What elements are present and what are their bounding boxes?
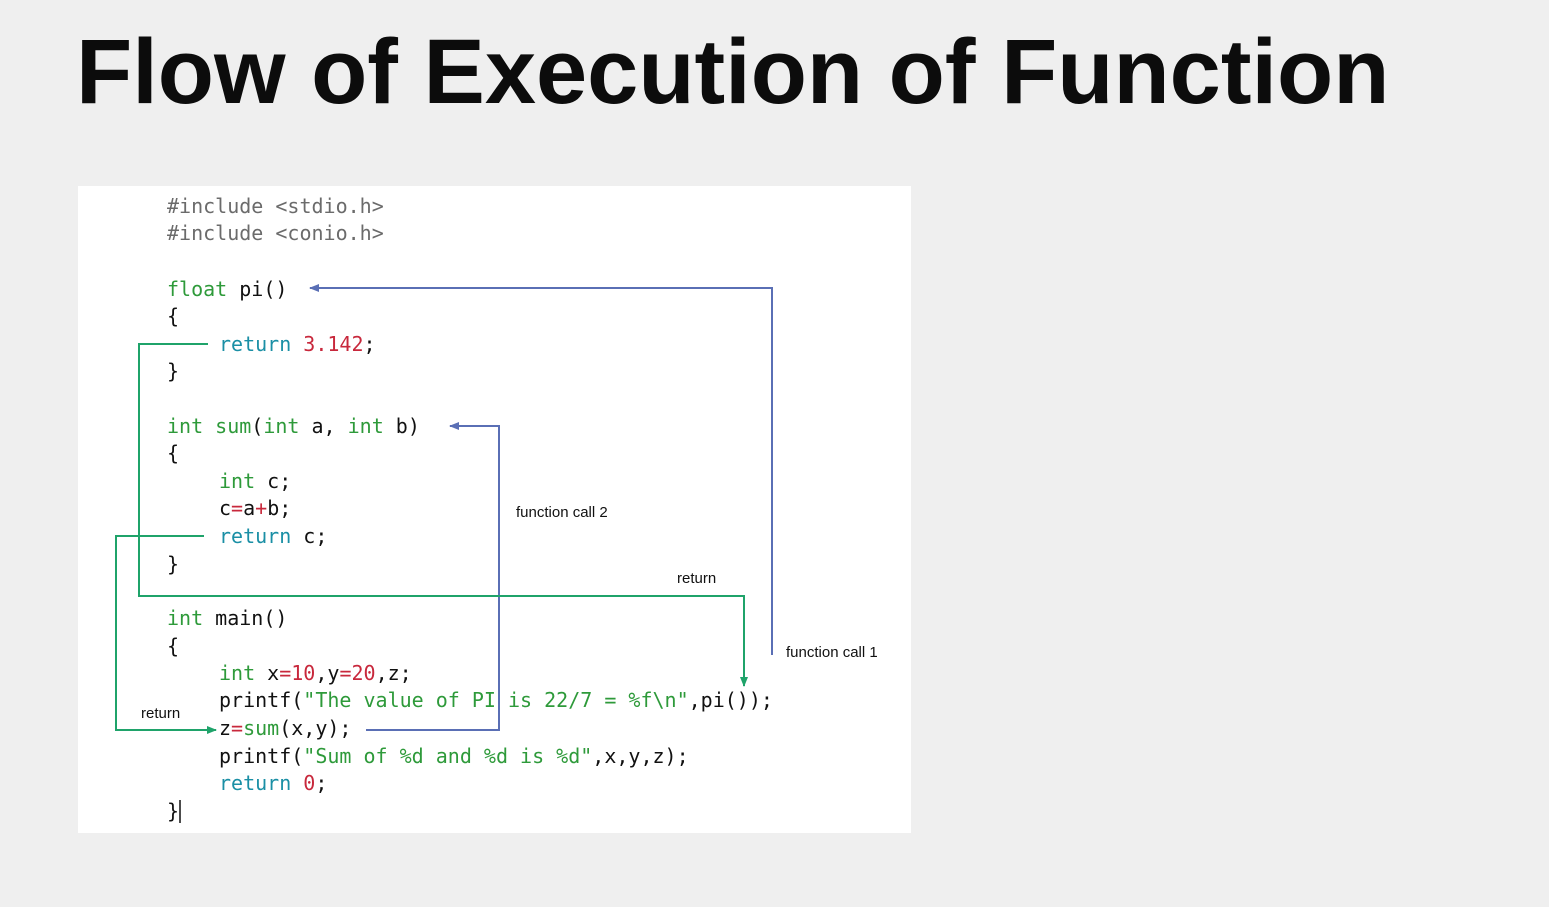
code-line: printf("The value of PI is 22/7 = %f\n",… [219,688,773,712]
code-line: c=a+b; [219,496,291,520]
call-arrow-2 [366,422,500,731]
code-token: #include <stdio.h> [167,194,384,218]
code-token: printf( [219,744,304,768]
code-token: return [219,332,292,356]
code-token: = [339,661,352,685]
code-token: ,pi()); [688,688,773,712]
code-token: ,y [315,661,340,685]
code-token: { [167,634,180,658]
code-token: x [255,661,280,685]
code-line: z=sum(x,y); [219,716,351,740]
return-arrow-sum [115,535,217,734]
code-token: (x,y); [279,716,352,740]
label-function-call-2: function call 2 [516,504,608,521]
label-function-call-1: function call 1 [786,644,878,661]
code-line: #include <conio.h> [167,221,384,245]
code-token: 0 [303,771,316,795]
code-token: float [167,277,228,301]
code-token: 3.142 [303,332,364,356]
code-token: int [167,606,204,630]
code-token: { [167,441,180,465]
code-token: z [219,716,232,740]
code-token: sum [215,414,252,438]
label-return-sum: return [141,705,181,722]
code-token: sum [243,716,280,740]
code-token: int [167,414,204,438]
code-token: int [219,469,256,493]
code-token: int [263,414,300,438]
code-line: return 3.142; [219,332,376,356]
code-line: { [167,441,179,465]
code-token: { [167,304,180,328]
code-line: int sum(int a, int b) [167,414,420,438]
code-token: ; [363,332,376,356]
code-token: printf( [219,688,304,712]
code-token: int [219,661,256,685]
code-token: b; [267,496,292,520]
code-token: } [167,799,180,823]
code-token: return [219,524,292,548]
code-line: int c; [219,469,291,493]
call-arrow-1 [309,284,773,655]
code-line: int main() [167,606,287,630]
code-token: ,x,y,z); [592,744,689,768]
code-line: return c; [219,524,327,548]
code-token: return [219,771,292,795]
code-token: a, [299,414,348,438]
code-token: = [231,716,244,740]
code-line: { [167,634,179,658]
page-title: Flow of Execution of Function [76,21,1390,123]
code-line: float pi() [167,277,287,301]
code-token: c; [255,469,292,493]
code-token: + [255,496,268,520]
code-token: "The value of PI is 22/7 = %f\n" [303,688,689,712]
code-line: return 0; [219,771,327,795]
return-arrow-pi [138,343,748,687]
code-token: 10 [291,661,316,685]
code-line: } [167,359,179,383]
code-token: c; [291,524,328,548]
code-line: } [167,799,179,823]
code-token: b) [383,414,420,438]
code-token: ( [251,414,264,438]
code-token: = [279,661,292,685]
code-token: a [243,496,256,520]
code-line: { [167,304,179,328]
code-token: main() [203,606,288,630]
code-token: c [219,496,232,520]
code-token: } [167,359,180,383]
code-token: #include <conio.h> [167,221,384,245]
code-line: } [167,552,179,576]
code-line: printf("Sum of %d and %d is %d",x,y,z); [219,744,689,768]
code-token: "Sum of %d and %d is %d" [303,744,593,768]
code-line: int x=10,y=20,z; [219,661,412,685]
code-line: #include <stdio.h> [167,194,384,218]
code-token: int [347,414,384,438]
code-token: pi() [227,277,288,301]
code-token: = [231,496,244,520]
label-return-pi: return [677,570,717,587]
code-token: ,z; [375,661,412,685]
code-token: } [167,552,180,576]
code-token: 20 [351,661,376,685]
code-token: ; [315,771,328,795]
